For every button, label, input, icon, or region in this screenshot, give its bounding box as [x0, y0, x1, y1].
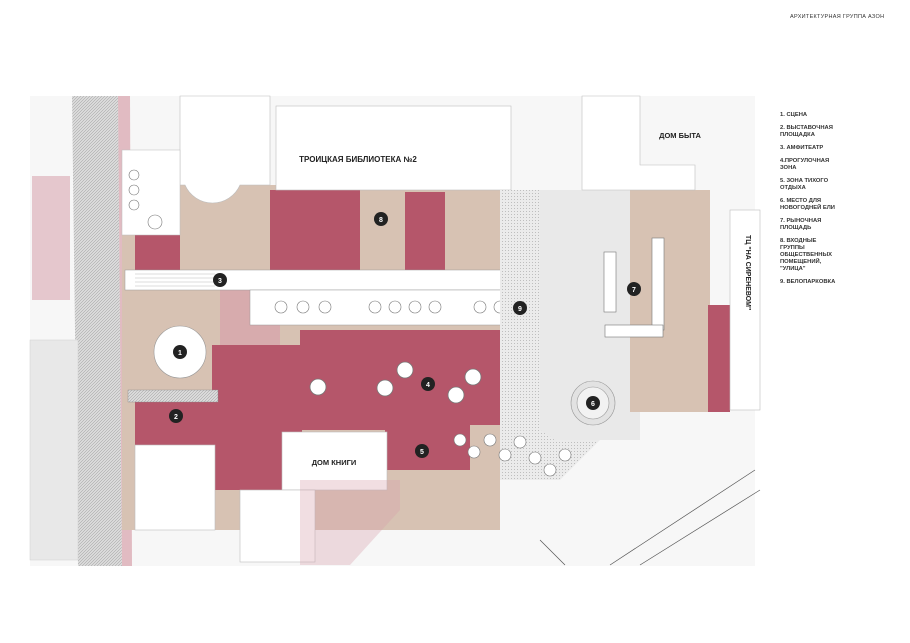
marker-9: 9 [513, 301, 527, 315]
bookhouse-label: ДОМ КНИГИ [312, 458, 357, 467]
arched-building [179, 95, 271, 204]
library-building [275, 105, 512, 191]
amphitheatre-band [124, 269, 526, 291]
left-grey-building [29, 339, 79, 561]
marker-1: 1 [173, 345, 187, 359]
service-label: ДОМ БЫТА [659, 131, 701, 140]
svg-text:4: 4 [426, 382, 430, 389]
site-plan: ТРОИЦКАЯ БИБЛИОТЕКА №2 ДОМ КНИГИ [29, 95, 761, 566]
trees-zone-4 [309, 361, 482, 404]
service-building [581, 95, 696, 191]
marker-5: 5 [415, 444, 429, 458]
svg-text:5: 5 [420, 449, 424, 456]
legend-item-4: 4.ПРОГУЛОЧНАЯ ЗОНА [780, 158, 830, 171]
legend-item-8: 8. ВХОДНЫЕ ГРУППЫ ОБЩЕСТВЕННЫХ ПОМЕЩЕНИЙ… [780, 238, 832, 272]
marker-4: 4 [421, 377, 435, 391]
crimson-zone-4 [300, 330, 500, 470]
library-label: ТРОИЦКАЯ БИБЛИОТЕКА №2 [299, 155, 417, 164]
legend-item-3: 3. АМФИТЕАТР [780, 145, 824, 151]
svg-text:3: 3 [218, 278, 222, 285]
studio-name: АРХИТЕКТУРНАЯ ГРУППА АЗОН [790, 14, 885, 20]
legend-item-7: 7. РЫНОЧНАЯ ПЛОЩАДЬ [780, 218, 822, 231]
white-building-sw [134, 444, 216, 531]
mall-crimson-strip [708, 305, 730, 412]
exhibition-stripe [127, 389, 219, 403]
bookhouse-building [281, 431, 388, 491]
legend-item-6: 6. МЕСТО ДЛЯ НОВОГОДНЕЙ ЕЛИ [780, 198, 835, 211]
svg-text:8: 8 [379, 217, 383, 224]
legend: 1. СЦЕНА 2. ВЫСТАВОЧНАЯ ПЛОЩАДКА 3. АМФИ… [780, 112, 885, 292]
mall-label: ТЦ "НА СИРЕНЕВОМ" [744, 235, 751, 310]
legend-item-9: 9. ВЕЛОПАРКОВКА [780, 279, 836, 285]
marker-6: 6 [586, 396, 600, 410]
marker-3: 3 [213, 273, 227, 287]
marker-8: 8 [374, 212, 388, 226]
left-pink-buildings [32, 176, 70, 300]
svg-text:7: 7 [632, 287, 636, 294]
market-stalls [603, 237, 665, 338]
svg-text:9: 9 [518, 306, 522, 313]
svg-text:6: 6 [591, 401, 595, 408]
market-beige [630, 190, 710, 412]
pink-ghost-south [300, 480, 400, 565]
left-street [72, 96, 122, 566]
svg-text:1: 1 [178, 350, 182, 357]
legend-item-1: 1. СЦЕНА [780, 112, 808, 118]
legend-item-2: 2. ВЫСТАВОЧНАЯ ПЛОЩАДКА [780, 125, 833, 138]
marker-2: 2 [169, 409, 183, 423]
crimson-zone-8-right [405, 192, 445, 280]
crimson-zone-8-left [270, 190, 360, 280]
trees-south [453, 433, 572, 477]
marker-7: 7 [627, 282, 641, 296]
crimson-zone-west [135, 235, 180, 275]
svg-text:2: 2 [174, 414, 178, 421]
amphitheatre-steps [135, 273, 215, 287]
trees-top-left [128, 169, 163, 230]
bench-row [249, 289, 516, 326]
lower-right-roads [539, 469, 761, 566]
mall-building [729, 209, 761, 411]
white-building-south [239, 489, 316, 563]
legend-item-5: 5. ЗОНА ТИХОГО ОТДЫХА [780, 178, 829, 191]
